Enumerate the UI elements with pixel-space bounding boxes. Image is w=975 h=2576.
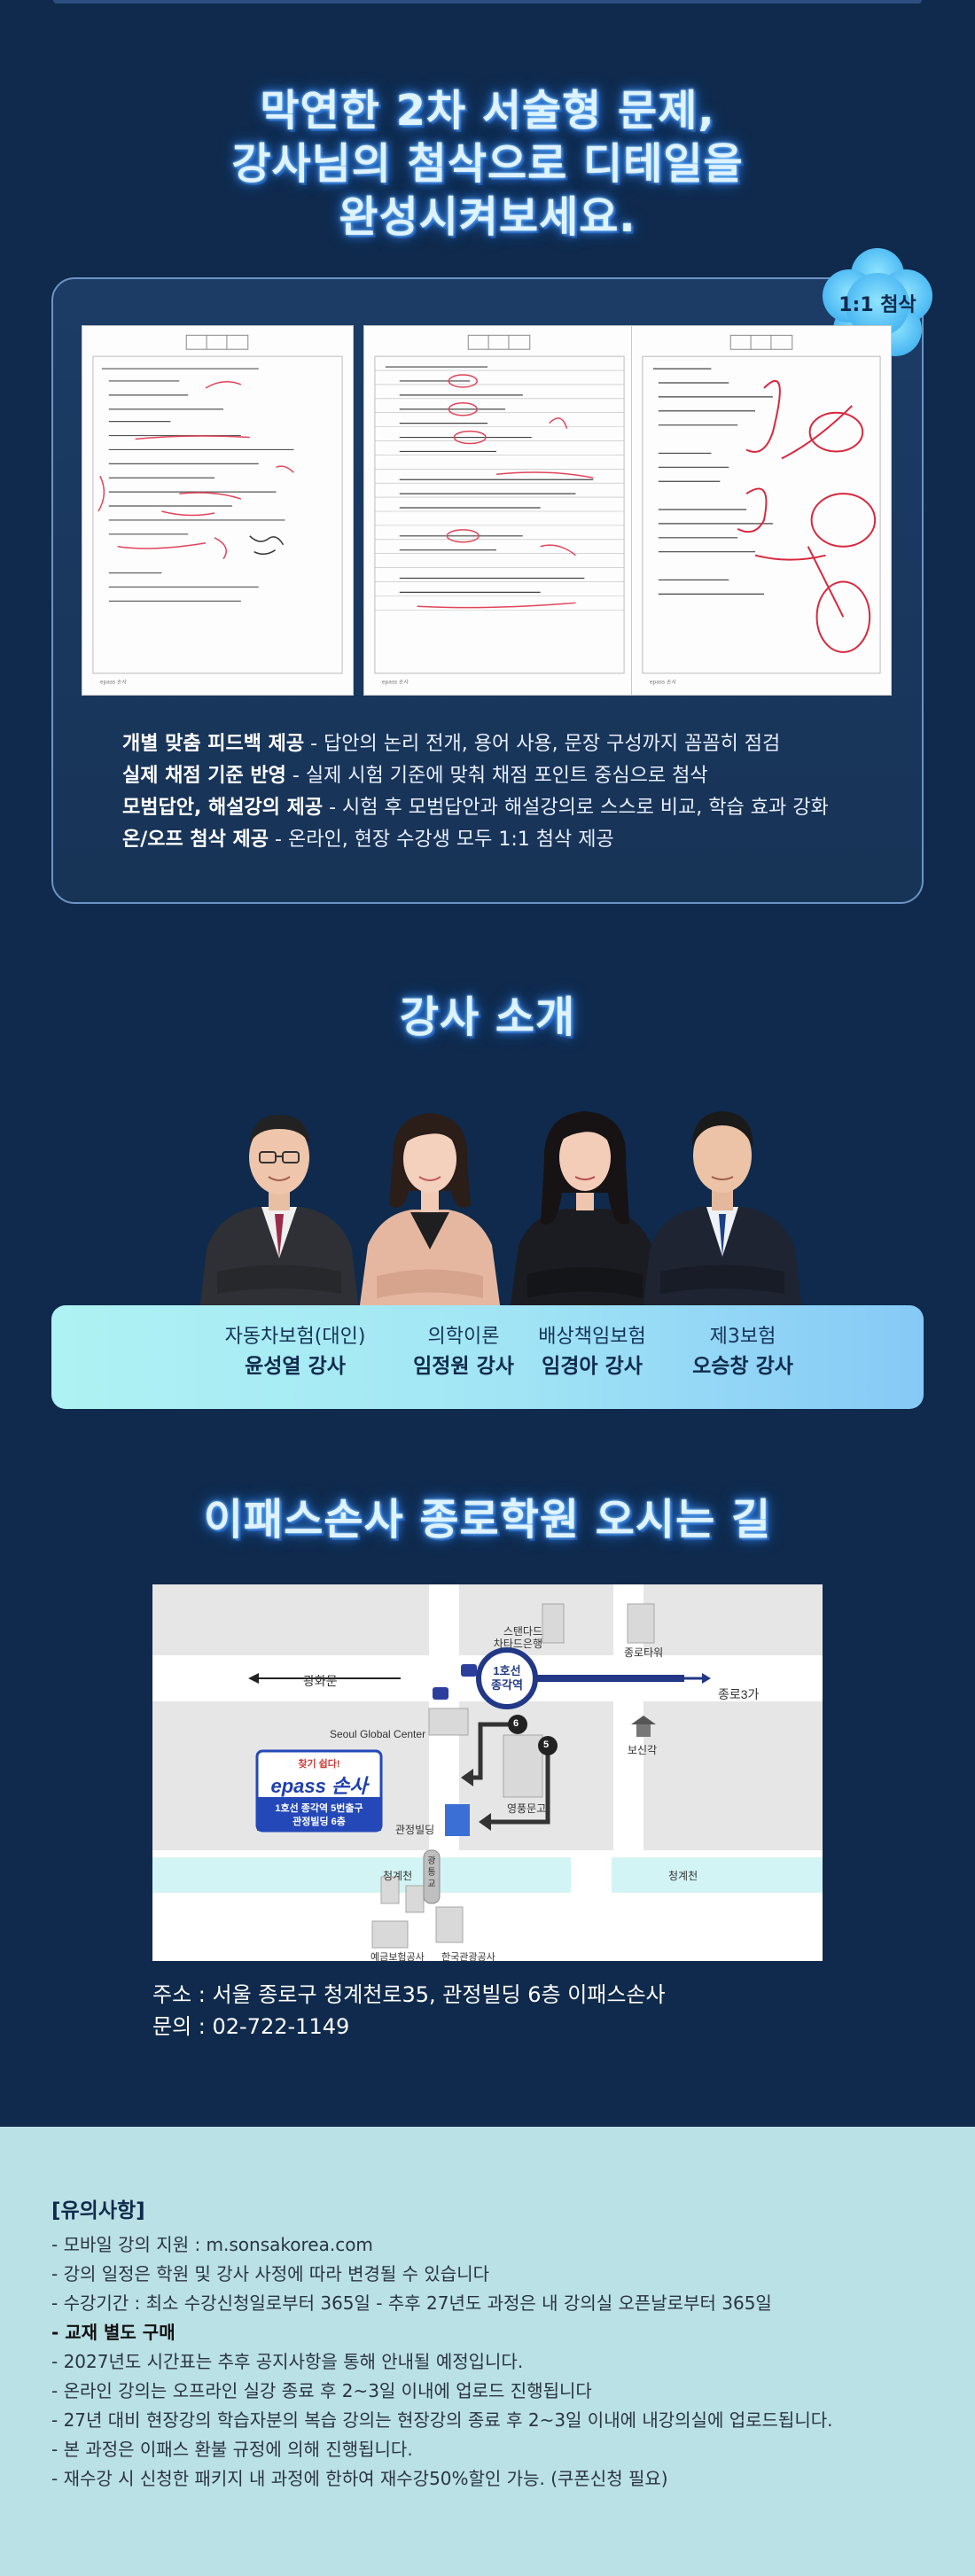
instructor-name: 윤성열 강사 [245,1355,346,1378]
graded-sheet-3: epass 손사 [631,325,892,696]
notice-item: - 교재 별도 구매 [51,2322,176,2343]
notice-section: [유의사항] - 모바일 강의 지원 : m.sonsakorea.com - … [0,2127,975,2576]
instructor-name: 임경아 강사 [542,1355,643,1378]
contact-line: 문의 : 02-722-1149 [152,2014,350,2039]
graded-sheet-2: epass 손사 [363,325,636,696]
top-divider [53,0,922,4]
graded-answer-sheet-image: epass 손사 [632,326,891,695]
map-sign-info-1: 1호선 종각역 5번출구 [275,1803,363,1814]
graded-sheet-1: epass 손사 [82,325,354,696]
instructor-field: 자동차보험(대인) [224,1326,366,1348]
notice-list: - 모바일 강의 지원 : m.sonsakorea.com - 강의 일정은 … [51,2230,938,2494]
feature-item: 모범답안, 해설강의 제공 - 시험 후 모범답안과 해설강의로 스스로 비교,… [122,792,902,824]
address-block: 주소 : 서울 종로구 청계천로35, 관정빌딩 6층 이패스손사 문의 : 0… [152,1979,823,2043]
map-label-yegeum: 예금보험공사 [370,1952,425,1963]
map-label-cheonggyecheon-2: 청계천 [668,1870,698,1882]
map-label-jongro-tower: 종로타워 [624,1646,664,1659]
instructor-card: 의학이론 임정원 강사 [384,1323,543,1381]
feature-item: 온/오프 첨삭 제공 - 온라인, 현장 수강생 모두 1:1 첨삭 제공 [122,824,902,856]
feature-list: 개별 맞춤 피드백 제공 - 답안의 논리 전개, 용어 사용, 문장 구성까지… [122,728,902,856]
map-label-station: 1호선 종각역 [491,1664,523,1692]
feature-title: 실제 채점 기준 반영 [122,765,286,787]
instructors-title: 강사 소개 [399,992,576,1042]
feature-desc: - 답안의 논리 전개, 용어 사용, 문장 구성까지 꼼꼼히 점검 [304,733,781,755]
notice-item: - 27년 대비 현장강의 학습자분의 복습 강의는 현장강의 종료 후 2~3… [51,2409,833,2431]
map-label-standard-bank: 스탠다드 차타드은행 [493,1625,542,1650]
badge-label: 1:1 첨삭 [838,294,916,316]
feature-item: 개별 맞춤 피드백 제공 - 답안의 논리 전개, 용어 사용, 문장 구성까지… [122,728,902,760]
map-label-seoul-global: Seoul Global Center [330,1728,426,1740]
instructor-name: 오승창 강사 [692,1355,793,1378]
instructor-field: 제3보험 [709,1326,776,1348]
instructor-card: 제3보험 오승창 강사 [654,1323,831,1381]
map-label-jongro3ga: 종로3가 [718,1687,760,1701]
man-portrait-icon [643,1111,802,1311]
hero-title-line2: 강사님의 첨삭으로 디테일을 [231,139,744,189]
map-sign-brand: epass 손사 [270,1775,368,1797]
hero-title-line1: 막연한 2차 서술형 문제, [260,86,715,136]
one-on-one-badge: 1:1 첨삭 [815,241,940,365]
map-label-gwanghwamun: 광화문 [303,1674,338,1688]
map-label-bosingak: 보신각 [628,1744,658,1756]
instructor-photo-3 [496,1081,674,1311]
map-sign-tag: 찾기 쉽다! [298,1759,340,1770]
notice-item: - 본 과정은 이패스 환불 규정에 의해 진행됩니다. [51,2439,413,2460]
woman-portrait-icon [359,1113,501,1311]
map-label-cheonggyecheon-1: 청계천 [383,1870,413,1882]
woman-portrait-icon [510,1111,660,1311]
feature-title: 온/오프 첨삭 제공 [122,829,269,851]
hero-title: 막연한 2차 서술형 문제, 강사님의 첨삭으로 디테일을 완성시켜보세요. [0,84,975,244]
man-portrait-icon [199,1115,359,1311]
feature-item: 실제 채점 기준 반영 - 실제 시험 기준에 맞춰 채점 포인트 중심으로 첨… [122,760,902,792]
feature-desc: - 온라인, 현장 수강생 모두 1:1 첨삭 제공 [269,829,614,851]
instructor-field: 의학이론 [427,1326,500,1348]
map-exit-5: 5 [543,1739,550,1750]
instructor-names-bar: 자동차보험(대인) 윤성열 강사 의학이론 임정원 강사 배상책임보험 임경아 … [51,1305,924,1409]
feature-title: 모범답안, 해설강의 제공 [122,797,324,819]
instructor-photos [191,1081,802,1311]
notice-item: - 재수강 시 신청한 패키지 내 과정에 한하여 재수강50%할인 가능. (… [51,2468,668,2489]
instructor-card: 배상책임보험 임경아 강사 [503,1323,681,1381]
location-map: 스탠다드 차타드은행 종로타워 광화문 1호선 종각역 종로3가 Seoul G… [152,1584,823,1963]
notice-item: - 온라인 강의는 오프라인 실강 종료 후 2~3일 이내에 업로드 진행됩니… [51,2380,592,2401]
instructor-photo-1 [191,1081,368,1311]
graded-answer-sheet-image: epass 손사 [364,326,635,695]
dark-section: 막연한 2차 서술형 문제, 강사님의 첨삭으로 디테일을 완성시켜보세요. [0,0,975,2043]
map-sign-info-2: 관정빌딩 6층 [292,1817,346,1827]
notice-title: [유의사항] [51,2199,145,2222]
map-label-yeongpung: 영풍문고 [507,1802,547,1815]
map-label-gwangtonggyo: 광통교 [427,1856,436,1889]
svg-text:epass 손사: epass 손사 [382,679,410,686]
feature-title: 개별 맞춤 피드백 제공 [122,733,305,755]
feature-desc: - 시험 후 모범답안과 해설강의로 스스로 비교, 학습 효과 강화 [323,797,829,819]
notice-item: - 2027년도 시간표는 추후 공지사항을 통해 안내될 예정입니다. [51,2351,524,2372]
instructor-name: 임정원 강사 [413,1355,514,1378]
instructor-photo-2 [341,1081,519,1311]
map-label-gwanjeong: 관정빌딩 [395,1824,435,1836]
sample-sheets: epass 손사 [82,325,897,697]
notice-item: - 모바일 강의 지원 : m.sonsakorea.com [51,2234,373,2255]
instructor-photo-4 [634,1081,811,1311]
instructor-card: 자동차보험(대인) 윤성열 강사 [198,1323,393,1381]
svg-text:epass 손사: epass 손사 [650,679,677,686]
graded-answer-sheet-image: epass 손사 [82,326,353,695]
notice-item: - 수강기간 : 최소 수강신청일로부터 365일 - 추후 27년도 과정은 … [51,2292,772,2314]
instructor-field: 배상책임보험 [538,1326,646,1348]
map-label-korea-tourism: 한국관광공사 [441,1952,495,1963]
address-line: 주소 : 서울 종로구 청계천로35, 관정빌딩 6층 이패스손사 [152,1982,666,2007]
feature-desc: - 실제 시험 기준에 맞춰 채점 포인트 중심으로 첨삭 [285,765,708,787]
hero-title-line3: 완성시켜보세요. [339,192,636,242]
svg-text:epass 손사: epass 손사 [100,679,128,686]
flower-badge-icon [823,248,932,356]
location-title: 이패스손사 종로학원 오시는 길 [203,1495,772,1545]
map-exit-6: 6 [513,1718,519,1729]
notice-item: - 강의 일정은 학원 및 강사 사정에 따라 변경될 수 있습니다 [51,2263,489,2284]
map-illustration [152,1584,823,1961]
